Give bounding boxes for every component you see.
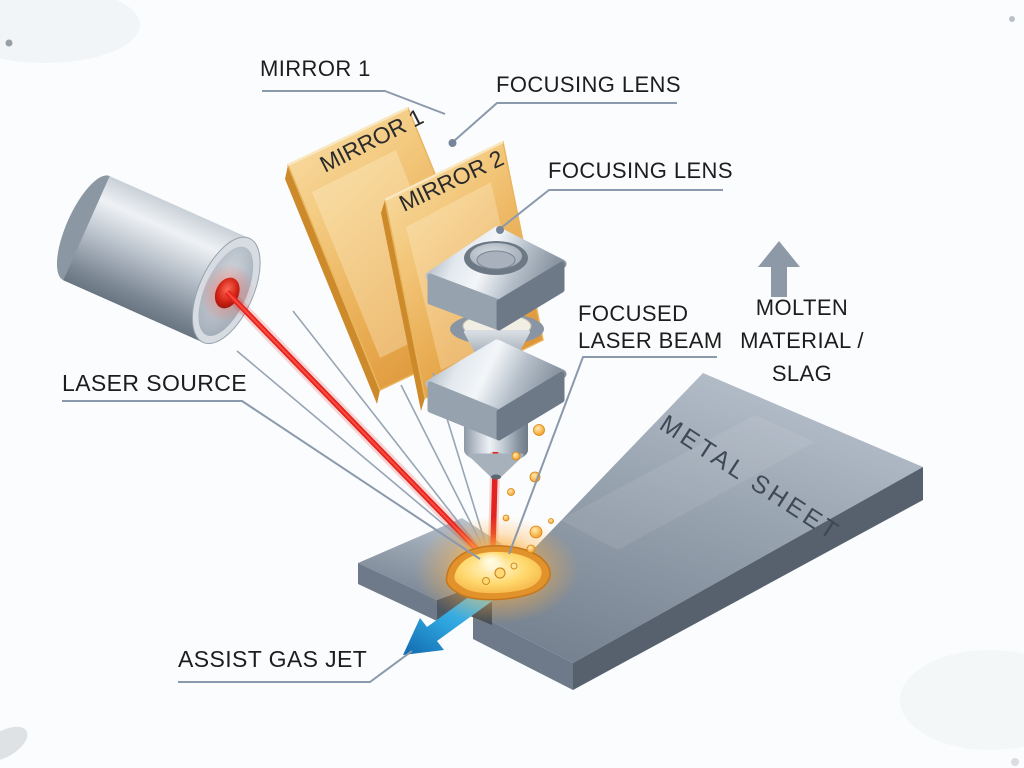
callout-focused-line1: FOCUSED	[578, 301, 689, 326]
callout-focused-line2: LASER BEAM	[578, 327, 723, 353]
callout-focused-laser-beam: FOCUSED LASER BEAM	[578, 301, 723, 355]
leader-dot	[448, 139, 457, 147]
hot-spot	[476, 551, 506, 571]
mirror-2-edge	[381, 200, 425, 411]
melt-bubble	[510, 562, 518, 570]
metal-sheet: METAL SHEET	[473, 373, 923, 690]
melt-bubble	[482, 577, 490, 585]
focusing-lens-assembly	[425, 226, 567, 567]
laser-source	[56, 175, 261, 345]
focused-beam-leader	[508, 356, 717, 555]
callout-molten-line2: MATERIAL /	[740, 328, 864, 353]
up-arrow-icon	[758, 241, 800, 297]
callout-laser-source: LASER SOURCE	[62, 370, 248, 396]
focusing-lens-upper-leader	[453, 102, 677, 142]
metal-sheet-top-face	[473, 373, 923, 663]
mirror1-leader	[262, 90, 446, 115]
callout-focusing-lens-lower: FOCUSING LENS	[548, 158, 733, 183]
leader-dot	[496, 226, 504, 234]
lens-upper-block	[425, 226, 567, 331]
sparks	[502, 424, 554, 554]
leader-lines	[62, 90, 723, 683]
callout-molten-material: MOLTEN MATERIAL / SLAG	[712, 291, 892, 390]
callout-molten-line3: SLAG	[771, 361, 833, 386]
laser-source-leader	[62, 400, 481, 560]
lens-lower-block	[425, 339, 567, 441]
metal-sheet-front-right-face	[573, 467, 923, 690]
callout-mirror1: MIRROR 1	[260, 56, 371, 81]
metal-sheet-front-left-face	[473, 612, 573, 690]
assist-gas-leader	[178, 650, 413, 683]
callout-focusing-lens-upper: FOCUSING LENS	[496, 72, 681, 97]
mirror-1-edge	[285, 165, 380, 404]
focusing-lens-lower-leader	[500, 189, 723, 229]
callout-assist-gas-jet: ASSIST GAS JET	[178, 646, 368, 672]
callout-molten-line1: MOLTEN	[755, 295, 849, 320]
laser-beam-main	[223, 288, 496, 569]
